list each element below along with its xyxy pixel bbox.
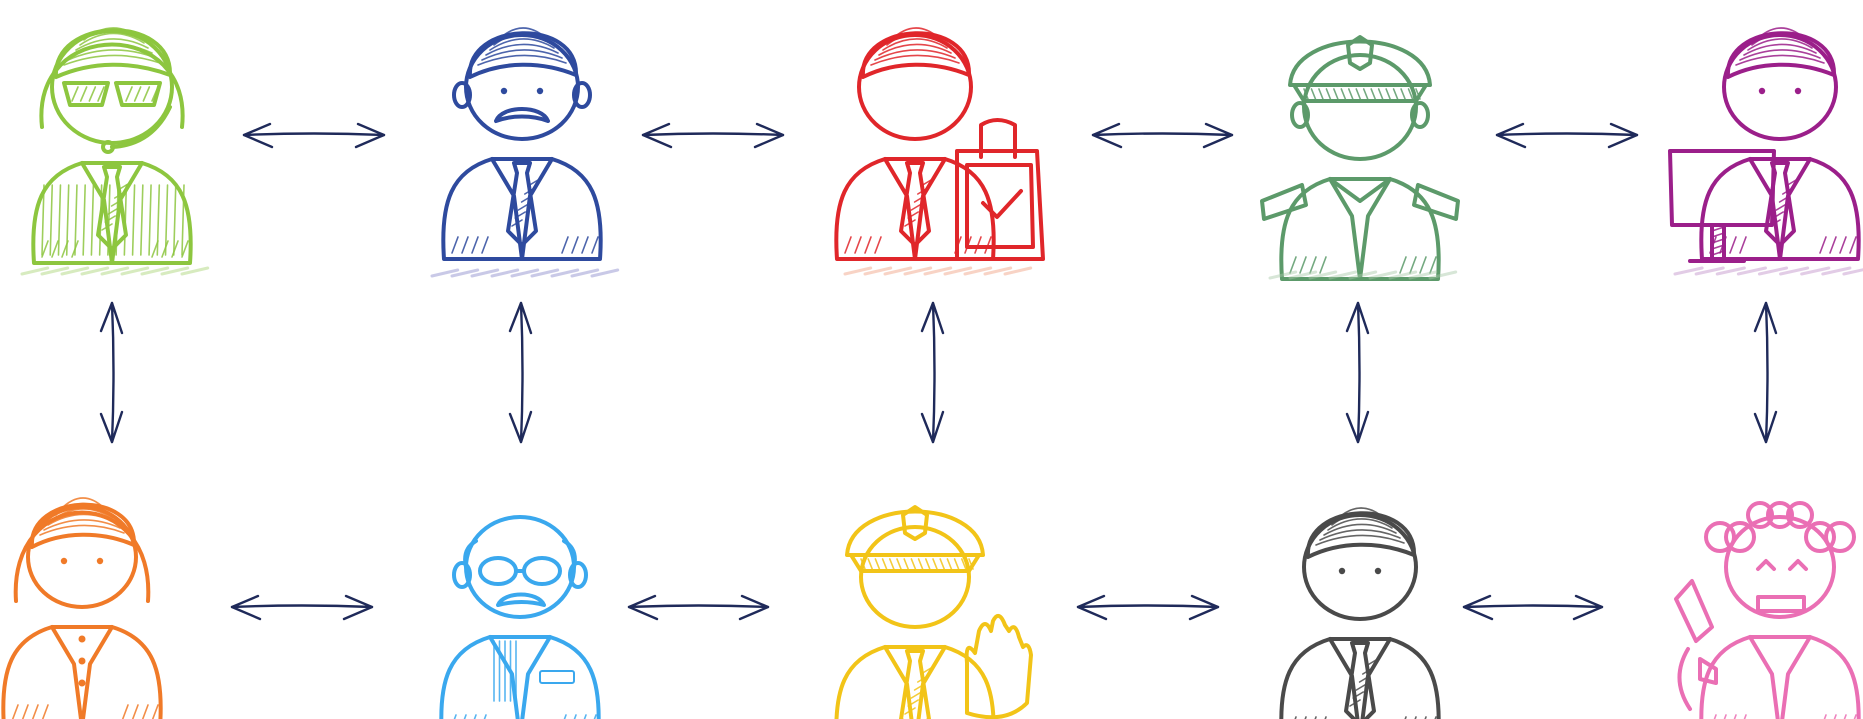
arrow-vertical-2 xyxy=(508,301,533,444)
arrow-bottom-1 xyxy=(230,594,374,621)
woman-employee-icon xyxy=(1,497,163,719)
people-icons xyxy=(1,27,1863,719)
headset-operator-icon xyxy=(20,27,210,276)
arrow-vertical-3 xyxy=(920,301,945,444)
arrow-vertical-4 xyxy=(1345,301,1370,444)
arrow-bottom-4 xyxy=(1462,594,1604,621)
clipboard-inspector-icon xyxy=(834,27,1045,276)
arrow-top-4 xyxy=(1495,122,1639,149)
tie-manager-icon xyxy=(1279,507,1441,719)
arrow-top-3 xyxy=(1091,122,1234,149)
arrow-top-2 xyxy=(641,122,785,149)
arrow-bottom-2 xyxy=(627,594,770,621)
arrow-top-1 xyxy=(242,122,386,149)
scientist-microscope-icon xyxy=(1674,501,1861,719)
arrow-vertical-1 xyxy=(99,301,124,444)
glasses-doctor-icon xyxy=(439,515,601,719)
military-officer-icon xyxy=(1260,35,1460,281)
arrow-vertical-5 xyxy=(1753,301,1778,444)
computer-worker-icon xyxy=(1668,27,1863,276)
mustache-businessman-icon xyxy=(430,27,620,278)
arrow-bottom-3 xyxy=(1076,594,1220,621)
police-stop-hand-icon xyxy=(834,505,1033,719)
connection-arrows xyxy=(99,122,1778,621)
